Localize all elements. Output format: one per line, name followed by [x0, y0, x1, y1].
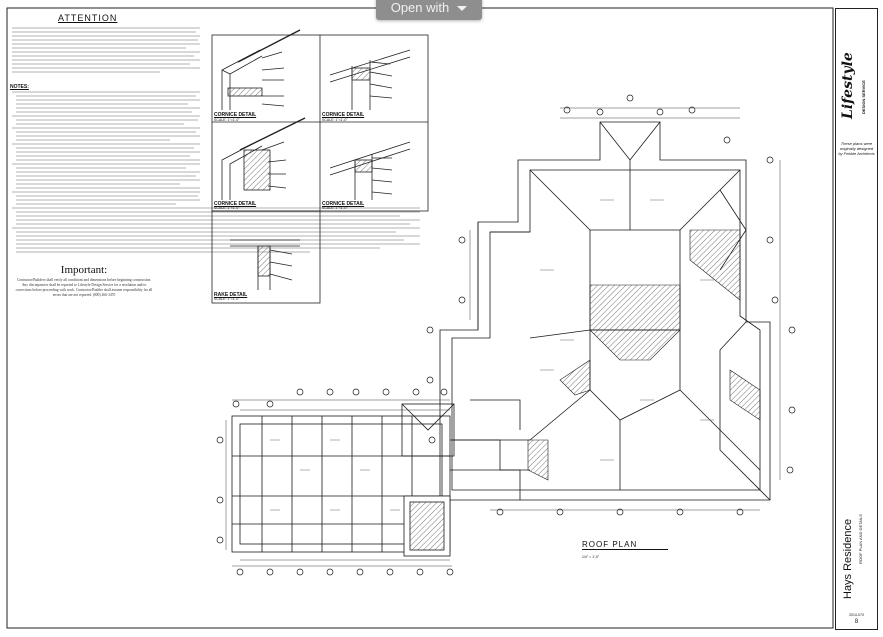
- important-note: Important: Contractor/Builders shall ver…: [14, 264, 154, 298]
- dimension-lines: [225, 107, 781, 567]
- detail-label: CORNICE DETAIL: [322, 201, 365, 207]
- dimension-marks: [216, 94, 796, 576]
- company-logo: Lifestyle: [840, 52, 856, 119]
- roof-plan-underline: [582, 549, 668, 550]
- detail-scale: SCALE: 1"=1'-0": [214, 206, 240, 210]
- roof-plan-title-text: ROOF PLAN: [582, 540, 638, 549]
- detail-scale: SCALE: 1"=1'-0": [214, 297, 240, 301]
- notes-text-lines: [12, 27, 420, 253]
- project-number: 2014-070: [849, 613, 864, 617]
- detail-scale: SCALE: 1"=1'-0": [214, 118, 240, 122]
- roof-framing-left: [231, 399, 530, 557]
- roof-plan-scale: 1/4" = 1'-0": [582, 555, 600, 559]
- roof-annotation-ticks: [270, 199, 714, 511]
- company-service: DESIGN SERVICE: [861, 80, 866, 114]
- sheet-number: 8: [854, 619, 859, 625]
- detail-scale: SCALE: 1"=1'-0": [322, 118, 348, 122]
- detail-label: CORNICE DETAIL: [214, 201, 257, 207]
- detail-label: CORNICE DETAIL: [214, 112, 257, 118]
- detail-label: CORNICE DETAIL: [322, 112, 365, 118]
- chevron-down-icon: [457, 6, 468, 11]
- attention-title: ATTENTION: [58, 13, 118, 23]
- open-with-label: Open with: [390, 0, 450, 15]
- roof-hatch-areas: [527, 229, 761, 481]
- notes-heading: NOTES:: [10, 84, 29, 90]
- sheet-title: ROOF PLAN AND DETAILS: [858, 514, 863, 564]
- open-with-button[interactable]: Open with: [376, 0, 482, 20]
- design-credit: These plans were originally designed by …: [838, 141, 875, 156]
- important-heading: Important:: [60, 264, 108, 276]
- detail-label: RAKE DETAIL: [214, 292, 248, 298]
- title-block: Lifestyle DESIGN SERVICE These plans wer…: [835, 8, 878, 630]
- roof-plan-title: ROOF PLAN: [582, 540, 668, 550]
- project-name: Hays Residence: [842, 518, 854, 599]
- important-body: Contractor/Builders shall verify all con…: [15, 278, 153, 297]
- detail-boxes: [211, 29, 429, 304]
- detail-scale: SCALE: 1"=1'-0": [322, 206, 348, 210]
